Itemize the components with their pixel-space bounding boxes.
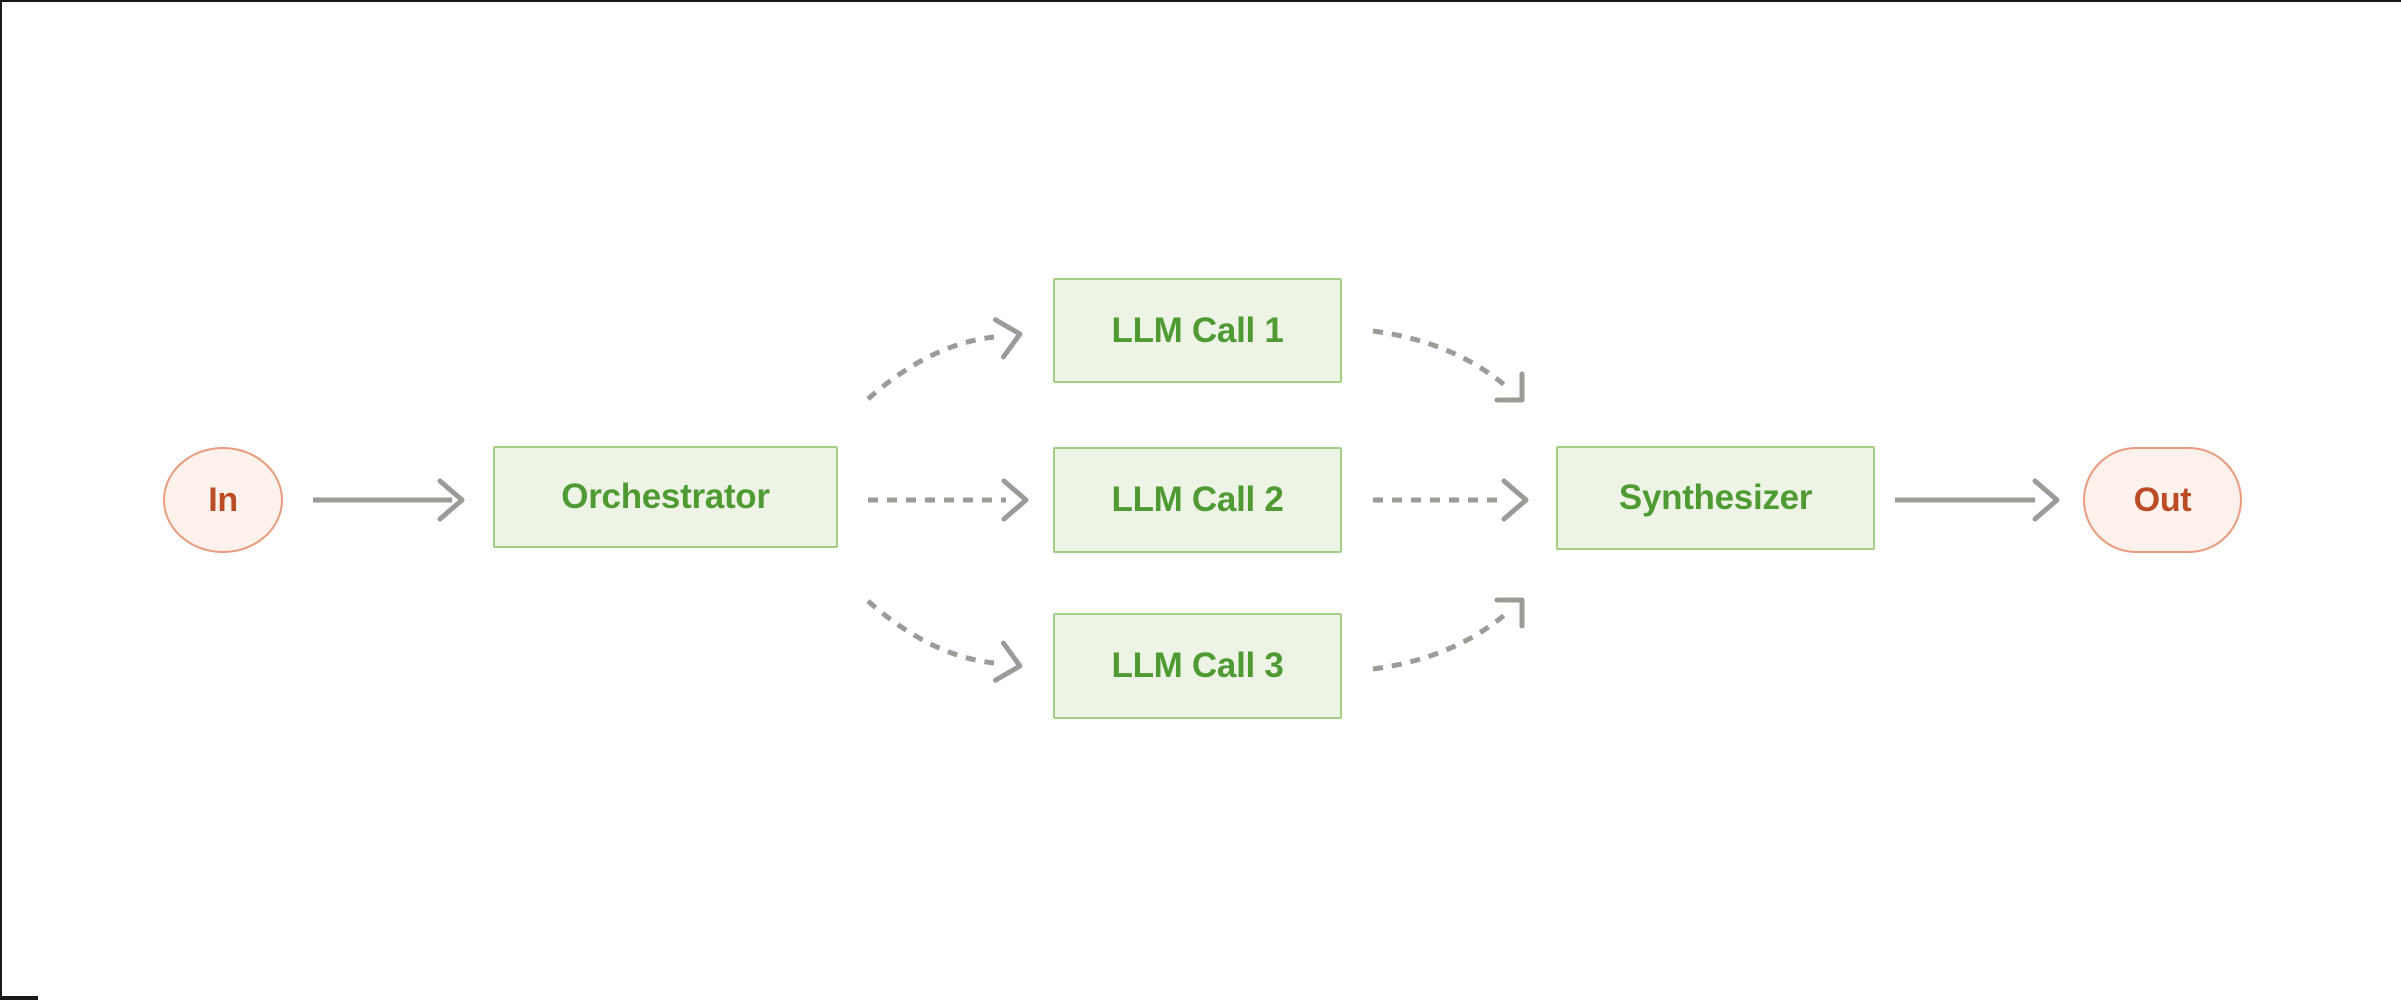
arrowhead-llm-call-1-to-synthesizer [1494, 371, 1525, 403]
arrowhead-llm-call-2-to-synthesizer [1501, 478, 1529, 522]
node-llm-call-1-label: LLM Call 1 [1111, 310, 1284, 350]
arrowhead-orchestrator-to-llm-call-1 [993, 317, 1023, 360]
window-bottom-left-mark [0, 996, 38, 1000]
node-llm-call-3: LLM Call 3 [1053, 613, 1342, 719]
node-orchestrator: Orchestrator [493, 446, 838, 548]
window-top-edge-line [0, 0, 2401, 2]
arrowhead-in-to-orchestrator [437, 478, 465, 522]
node-in-label: In [208, 480, 238, 519]
node-out: Out [2083, 447, 2242, 553]
node-llm-call-2: LLM Call 2 [1053, 447, 1342, 553]
edge-orchestrator-to-llm-call-3 [866, 599, 995, 666]
edge-llm-call-1-to-synthesizer [1372, 328, 1510, 390]
node-llm-call-1: LLM Call 1 [1053, 278, 1342, 383]
arrowhead-orchestrator-to-llm-call-2 [1001, 478, 1029, 522]
edge-llm-call-3-to-synthesizer [1372, 610, 1510, 672]
window-left-edge-line [0, 0, 2, 1000]
arrowhead-synthesizer-to-out [2032, 478, 2060, 522]
edge-orchestrator-to-llm-call-1 [866, 334, 995, 401]
node-synthesizer-label: Synthesizer [1618, 478, 1813, 517]
node-orchestrator-label: Orchestrator [561, 477, 770, 516]
node-in: In [163, 447, 283, 553]
node-llm-call-3-label: LLM Call 3 [1111, 646, 1284, 685]
node-synthesizer: Synthesizer [1556, 446, 1875, 550]
node-llm-call-2-label: LLM Call 2 [1111, 480, 1284, 519]
arrowhead-orchestrator-to-llm-call-3 [993, 640, 1023, 683]
arrowhead-llm-call-3-to-synthesizer [1494, 597, 1525, 629]
node-out-label: Out [2133, 480, 2192, 519]
